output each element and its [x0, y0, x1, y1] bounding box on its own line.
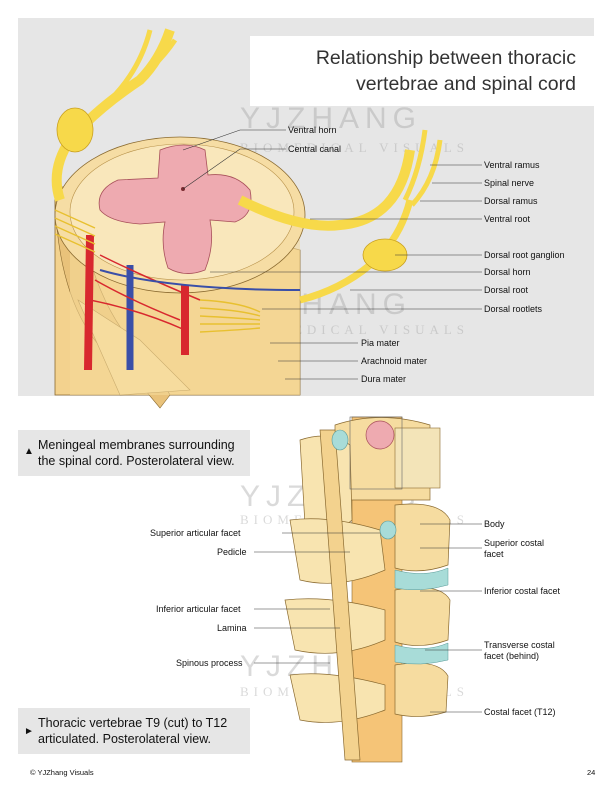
label-dorsal-root-ganglion: Dorsal root ganglion — [484, 250, 565, 260]
triangle-right-icon: ► — [24, 726, 34, 737]
label-ventral-ramus: Ventral ramus — [484, 160, 540, 170]
label-superior-costal-facet-2: facet — [484, 549, 504, 559]
label-dorsal-root: Dorsal root — [484, 285, 529, 295]
label-arachnoid-mater: Arachnoid mater — [361, 356, 428, 366]
label-transverse-costal-facet-1: Transverse costal — [484, 640, 555, 650]
label-body: Body — [484, 519, 505, 529]
watermark-brand: YJZHANG — [240, 102, 423, 135]
caption-top-line-1: Meningeal membranes surrounding — [38, 438, 235, 452]
title-line-1: Relationship between thoracic — [315, 47, 576, 69]
caption-top-line-2: the spinal cord. Posterolateral view. — [38, 454, 235, 468]
page-number: 24 — [587, 768, 596, 777]
label-dorsal-rootlets: Dorsal rootlets — [484, 304, 543, 314]
label-ventral-root: Ventral root — [484, 214, 531, 224]
label-inferior-articular-facet: Inferior articular facet — [156, 604, 241, 614]
label-central-canal: Central canal — [288, 144, 342, 154]
caption-bottom: ► Thoracic vertebrae T9 (cut) to T12 art… — [18, 708, 250, 754]
label-transverse-costal-facet-2: facet (behind) — [484, 651, 540, 661]
title-line-2: vertebrae and spinal cord — [355, 73, 576, 95]
caption-bottom-line-1: Thoracic vertebrae T9 (cut) to T12 — [38, 716, 228, 730]
caption-bottom-line-2: articulated. Posterolateral view. — [38, 732, 212, 746]
label-lamina: Lamina — [217, 623, 247, 633]
caption-top: ▲ Meningeal membranes surrounding the sp… — [18, 430, 250, 476]
label-pia-mater: Pia mater — [361, 338, 400, 348]
title-box: Relationship between thoracic vertebrae … — [250, 36, 594, 106]
label-ventral-horn: Ventral horn — [288, 125, 337, 135]
label-superior-costal-facet-1: Superior costal — [484, 538, 545, 548]
triangle-up-icon: ▲ — [24, 446, 34, 457]
vertebral-column-illustration — [254, 416, 482, 763]
label-spinal-nerve: Spinal nerve — [484, 178, 535, 188]
label-pedicle: Pedicle — [217, 547, 247, 557]
footer-credit: © YJZhang Visuals — [30, 768, 94, 777]
label-inferior-costal-facet: Inferior costal facet — [484, 586, 561, 596]
label-dura-mater: Dura mater — [361, 374, 407, 384]
label-dorsal-horn: Dorsal horn — [484, 267, 531, 277]
spinal-cord-illustration — [51, 28, 482, 409]
label-superior-articular-facet: Superior articular facet — [150, 528, 241, 538]
label-spinous-process: Spinous process — [176, 658, 243, 668]
label-dorsal-ramus: Dorsal ramus — [484, 196, 538, 206]
label-costal-facet-t12: Costal facet (T12) — [484, 707, 556, 717]
